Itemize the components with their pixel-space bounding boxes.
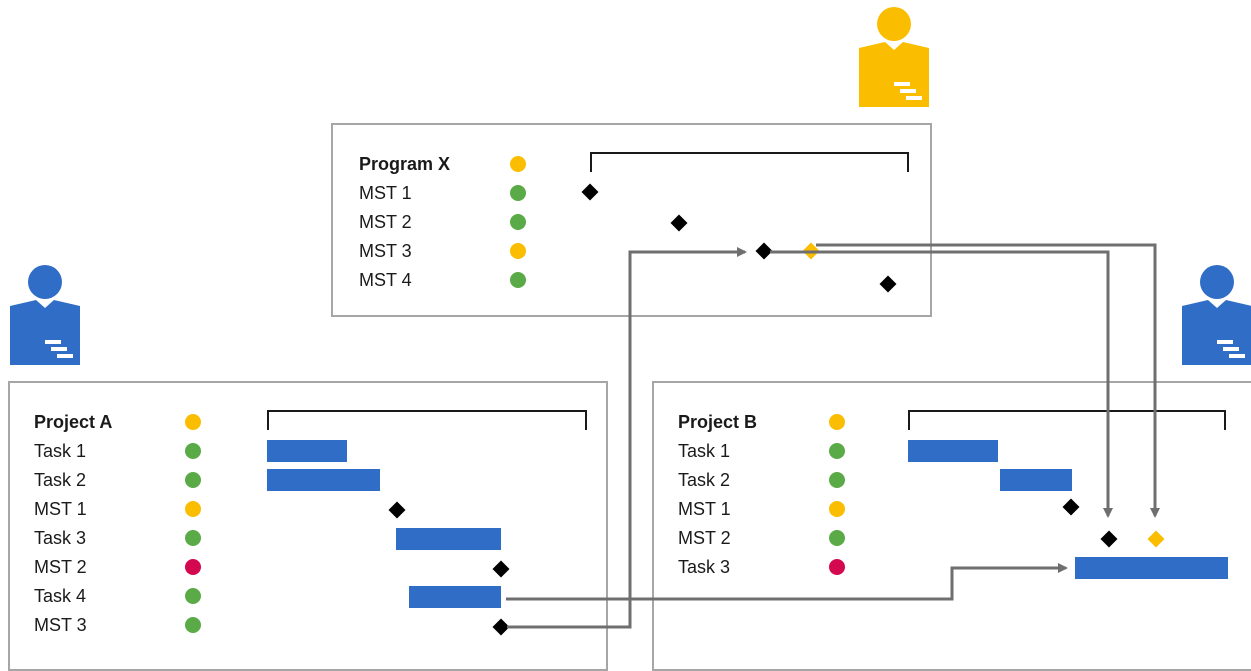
status-dot-green <box>510 185 526 201</box>
program-timeline-bracket <box>590 152 909 172</box>
status-dot-yellow <box>185 414 201 430</box>
project-b-task1-bar <box>908 440 998 462</box>
status-dot-green <box>510 272 526 288</box>
row-label: MST 3 <box>359 241 412 261</box>
status-dot-green <box>829 530 845 546</box>
status-dot-red <box>185 559 201 575</box>
status-dot-green <box>185 443 201 459</box>
row-label: Task 3 <box>34 528 87 548</box>
status-dot-yellow <box>510 243 526 259</box>
row-label: MST 2 <box>359 212 412 232</box>
section-title: Project A <box>34 412 113 432</box>
row-label: Task 2 <box>678 470 731 490</box>
project-b-owner-person-icon <box>1182 265 1251 365</box>
row-label: MST 1 <box>678 499 731 519</box>
row-label: MST 1 <box>34 499 87 519</box>
row-label: MST 2 <box>34 557 87 577</box>
project-b-task2-bar <box>1000 469 1072 491</box>
status-dot-yellow <box>510 156 526 172</box>
status-dot-yellow <box>185 501 201 517</box>
row-label: Task 2 <box>34 470 87 490</box>
project-a-timeline-bracket <box>267 410 587 430</box>
project-a-task1-bar <box>267 440 347 462</box>
row-label: Task 4 <box>34 586 87 606</box>
status-dot-green <box>185 588 201 604</box>
status-dot-green <box>829 443 845 459</box>
row-label: Task 1 <box>678 441 731 461</box>
section-title: Program X <box>359 154 451 174</box>
status-dot-green <box>510 214 526 230</box>
row-label: MST 3 <box>34 615 87 635</box>
row-label: Task 3 <box>678 557 731 577</box>
row-label: MST 4 <box>359 270 412 290</box>
status-dot-yellow <box>829 414 845 430</box>
project-b-task3-bar <box>1075 557 1228 579</box>
status-dot-green <box>185 530 201 546</box>
program-owner-person-icon <box>859 7 929 107</box>
row-label: MST 2 <box>678 528 731 548</box>
project-a-owner-person-icon <box>10 265 80 365</box>
row-label: Task 1 <box>34 441 87 461</box>
project-a-task4-bar <box>409 586 501 608</box>
project-a-task3-bar <box>396 528 501 550</box>
project-b-timeline-bracket <box>908 410 1226 430</box>
status-dot-green <box>829 472 845 488</box>
status-dot-green <box>185 472 201 488</box>
row-label: MST 1 <box>359 183 412 203</box>
section-title: Project B <box>678 412 758 432</box>
status-dot-yellow <box>829 501 845 517</box>
project-a-task2-bar <box>267 469 380 491</box>
status-dot-red <box>829 559 845 575</box>
status-dot-green <box>185 617 201 633</box>
